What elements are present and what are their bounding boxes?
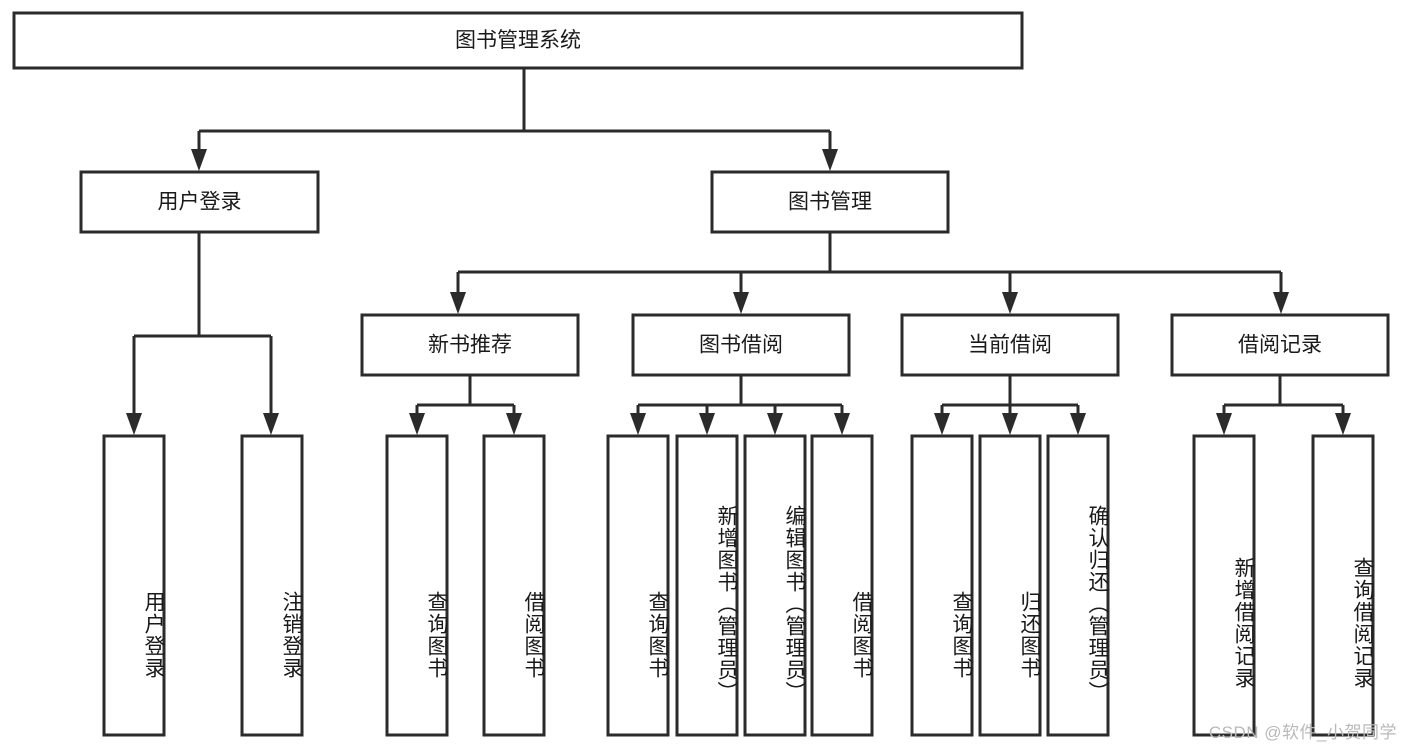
node-user-login[interactable]: 用户登录 xyxy=(79,170,320,234)
node-box-borrow-record[interactable] xyxy=(1170,313,1390,377)
node-book-borrow[interactable]: 图书借阅 xyxy=(631,313,851,377)
node-leaf-borrow-book-recommend[interactable] xyxy=(482,434,546,737)
node-label-borrow-record: 借阅记录 xyxy=(1238,334,1322,357)
arrow-head-icon xyxy=(263,413,279,435)
node-box-leaf-edit-book-admin[interactable] xyxy=(743,434,807,737)
connector-bookmgmt-to-level3 xyxy=(450,232,1289,314)
node-root[interactable]: 图书管理系统 xyxy=(12,11,1024,70)
node-leaf-query-borrow-record[interactable] xyxy=(1311,434,1375,737)
node-new-book-recommend[interactable]: 新书推荐 xyxy=(360,313,580,377)
node-label-user-login: 用户登录 xyxy=(158,191,242,214)
node-box-leaf-query-book-recommend[interactable] xyxy=(385,434,449,737)
node-box-book-management[interactable] xyxy=(710,170,950,234)
node-box-leaf-add-borrow-record[interactable] xyxy=(1192,434,1256,737)
node-box-leaf-add-book-admin[interactable] xyxy=(675,434,739,737)
arrow-head-icon xyxy=(834,413,850,435)
node-box-leaf-query-borrow-record[interactable] xyxy=(1311,434,1375,737)
node-box-root[interactable] xyxy=(12,11,1024,70)
node-box-leaf-borrow-book-recommend[interactable] xyxy=(482,434,546,737)
arrow-head-icon xyxy=(1002,413,1018,435)
arrow-head-icon xyxy=(733,292,749,314)
node-box-leaf-confirm-return-admin[interactable] xyxy=(1046,434,1110,737)
node-label-new-book-recommend: 新书推荐 xyxy=(428,334,512,357)
arrow-head-icon xyxy=(630,413,646,435)
node-label-book-management: 图书管理 xyxy=(788,191,872,214)
node-label-book-borrow: 图书借阅 xyxy=(699,334,783,357)
node-box-leaf-query-book-borrow[interactable] xyxy=(606,434,670,737)
arrow-head-icon xyxy=(699,413,715,435)
arrow-head-icon xyxy=(822,149,838,171)
node-leaf-logout-login[interactable] xyxy=(240,434,304,737)
node-label-root: 图书管理系统 xyxy=(455,29,581,52)
arrow-head-icon xyxy=(191,149,207,171)
arrow-head-icon xyxy=(1335,413,1351,435)
node-leaf-edit-book-admin[interactable] xyxy=(743,434,807,737)
node-leaf-query-book-recommend[interactable] xyxy=(385,434,449,737)
connector-root-to-level2 xyxy=(191,68,838,171)
node-box-leaf-return-book[interactable] xyxy=(978,434,1042,737)
node-box-user-login[interactable] xyxy=(79,170,320,234)
node-leaf-query-book-current[interactable] xyxy=(910,434,974,737)
node-leaf-borrow-book[interactable] xyxy=(810,434,874,737)
connector-current-to-leaves xyxy=(934,375,1086,435)
connector-borrow-to-leaves xyxy=(630,375,850,435)
arrow-head-icon xyxy=(126,413,142,435)
node-box-leaf-query-book-current[interactable] xyxy=(910,434,974,737)
connector-record-to-leaves xyxy=(1216,375,1351,435)
connector-recommend-to-leaves xyxy=(409,375,522,435)
arrow-head-icon xyxy=(934,413,950,435)
arrow-head-icon xyxy=(1216,413,1232,435)
arrow-head-icon xyxy=(1273,292,1289,314)
watermark: CSDN @软件_小贺同学 xyxy=(1208,723,1397,742)
node-book-management[interactable]: 图书管理 xyxy=(710,170,950,234)
node-borrow-record[interactable]: 借阅记录 xyxy=(1170,313,1390,377)
node-box-leaf-user-login[interactable] xyxy=(102,434,166,737)
node-box-current-borrow[interactable] xyxy=(900,313,1120,377)
arrow-head-icon xyxy=(1070,413,1086,435)
arrow-head-icon xyxy=(506,413,522,435)
arrow-head-icon xyxy=(767,413,783,435)
arrow-head-icon xyxy=(1002,292,1018,314)
node-leaf-add-borrow-record[interactable] xyxy=(1192,434,1256,737)
node-leaf-return-book[interactable] xyxy=(978,434,1042,737)
node-label-current-borrow: 当前借阅 xyxy=(968,334,1052,357)
node-leaf-user-login[interactable] xyxy=(102,434,166,737)
node-current-borrow[interactable]: 当前借阅 xyxy=(900,313,1120,377)
arrow-head-icon xyxy=(450,292,466,314)
node-leaf-confirm-return-admin[interactable] xyxy=(1046,434,1110,737)
node-box-new-book-recommend[interactable] xyxy=(360,313,580,377)
node-leaf-add-book-admin[interactable] xyxy=(675,434,739,737)
node-leaf-query-book-borrow[interactable] xyxy=(606,434,670,737)
node-box-book-borrow[interactable] xyxy=(631,313,851,377)
node-box-leaf-borrow-book[interactable] xyxy=(810,434,874,737)
connector-userlogin-to-leaves xyxy=(126,232,279,435)
node-box-leaf-logout-login[interactable] xyxy=(240,434,304,737)
arrow-head-icon xyxy=(409,413,425,435)
